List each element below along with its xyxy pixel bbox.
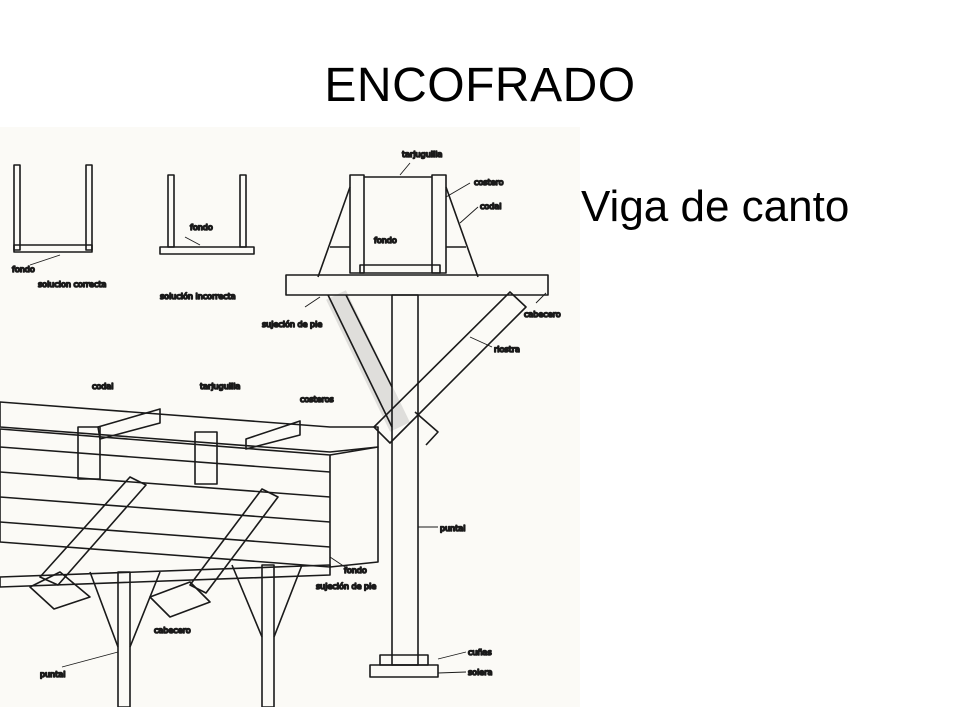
label-sujecion-de-pie-1: sujeción de pie [262, 319, 322, 329]
label-codal-2: codal [92, 382, 114, 391]
label-costeros: costeros [300, 395, 334, 404]
label-solucion-incorrecta: solución incorrecta [160, 291, 236, 301]
label-puntal-2: puntal [40, 670, 65, 679]
column-assembly [326, 290, 527, 678]
label-fondo-4: fondo [344, 566, 367, 575]
label-solucion-correcta: solucion correcta [38, 280, 106, 289]
section-incorrect [159, 174, 255, 255]
label-cabecero-1: cabecero [524, 310, 561, 319]
bullet-text: Viga de canto [581, 182, 850, 231]
label-fondo-2: fondo [190, 223, 213, 232]
long-beam-formwork [0, 401, 379, 707]
label-tarjuguilla-2: tarjuguilla [200, 382, 240, 391]
label-riostra: riostra [494, 345, 520, 354]
label-cabecero-2: cabecero [154, 626, 191, 635]
label-costero-top: costero [474, 178, 504, 187]
label-sujecion-de-pie-2: sujeción de pie [316, 581, 376, 591]
label-cunas: cuñas [468, 648, 492, 657]
label-puntal-1: puntal [440, 524, 465, 533]
slide-title: ENCOFRADO [324, 59, 636, 112]
callout-leaders [29, 162, 547, 674]
label-codal-top: codal [480, 202, 502, 211]
label-fondo-3: fondo [374, 236, 397, 245]
top-beam-box [285, 174, 549, 296]
section-correct [13, 164, 93, 253]
label-fondo-1: fondo [12, 265, 35, 274]
bullet-item: •Viga de canto [553, 182, 849, 232]
label-solera: solera [468, 668, 492, 677]
label-tarjuguilla-top: tarjuguilla [402, 150, 442, 159]
formwork-diagram: fondo solucion correcta fondo solución i… [0, 127, 580, 707]
